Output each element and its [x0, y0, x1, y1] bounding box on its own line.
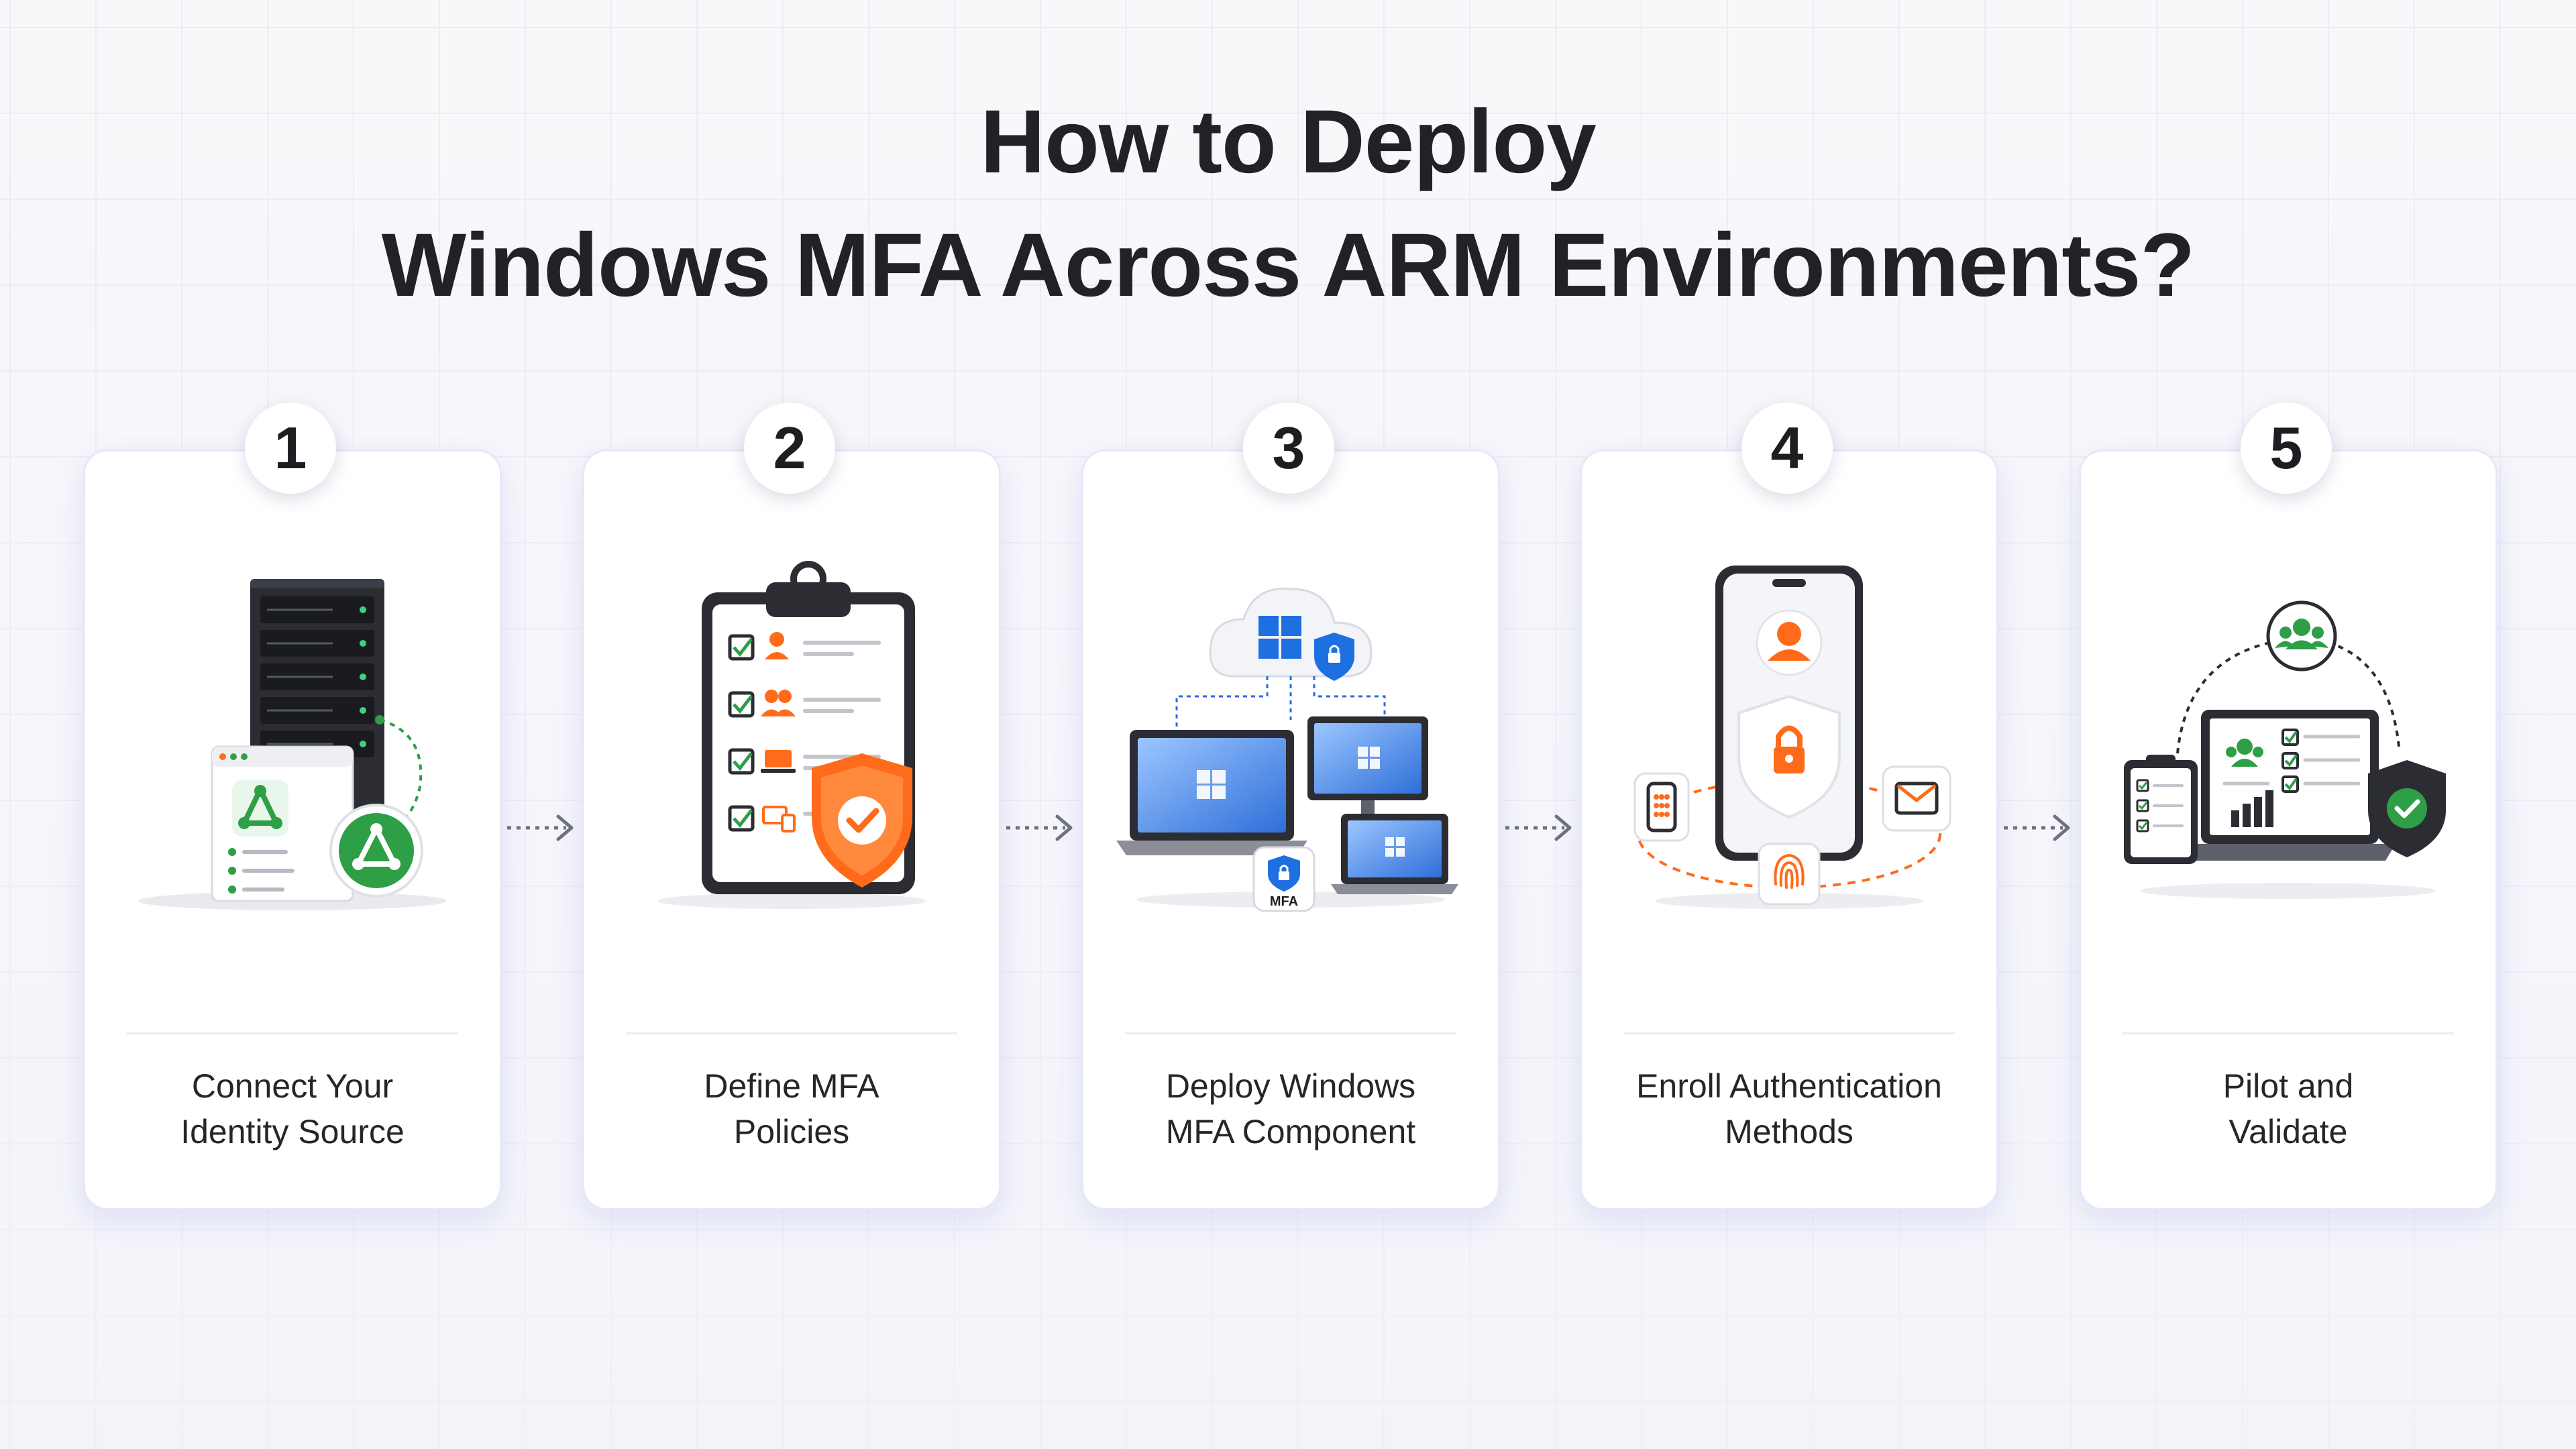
card-divider	[626, 1032, 957, 1034]
step-label-3: Deploy Windows MFA Component	[1165, 1067, 1416, 1150]
cloud-devices-icon: MFA	[1116, 588, 1458, 912]
step-number-badge-3: 3	[1243, 402, 1334, 494]
card-divider	[1125, 1032, 1456, 1034]
step-card-5: Pilot and Validate	[2079, 449, 2498, 1210]
step-card-3: MFA Deploy Windows MFA Component	[1081, 449, 1500, 1210]
mfa-tag: MFA	[1270, 894, 1298, 909]
arrow-right-icon	[1006, 814, 1073, 841]
step-label-2: Define MFA Policies	[704, 1067, 879, 1150]
title-line-2: Windows MFA Across ARM Environments?	[381, 215, 2196, 315]
arrow-right-icon	[2004, 814, 2070, 841]
card-divider	[127, 1032, 458, 1034]
card-divider	[2123, 1032, 2454, 1034]
step-label-4: Enroll Authentication Methods	[1636, 1067, 1942, 1150]
step-card-1: Connect Your Identity Source	[83, 449, 502, 1210]
step-card-4: Enroll Authentication Methods	[1580, 449, 1998, 1210]
step-number-badge-2: 2	[744, 402, 835, 494]
card-divider	[1623, 1032, 1955, 1034]
clipboard-policy-icon	[657, 561, 926, 909]
arrow-right-icon	[507, 814, 574, 841]
step-card-2: Define MFA Policies	[582, 449, 1001, 1210]
title-line-1: How to Deploy	[980, 92, 1597, 192]
arrow-right-icon	[1505, 814, 1572, 841]
phone-auth-icon	[1633, 566, 1951, 909]
step-number-badge-5: 5	[2241, 402, 2332, 494]
step-label-5: Pilot and Validate	[2222, 1067, 2354, 1150]
page-title: How to Deploy Windows MFA Across ARM Env…	[0, 80, 2576, 327]
step-number-badge-4: 4	[1741, 402, 1833, 494]
step-number-badge-1: 1	[245, 402, 336, 494]
laptop-validate-icon	[2124, 600, 2446, 899]
server-identity-icon	[138, 579, 447, 910]
step-label-1: Connect Your Identity Source	[180, 1067, 405, 1150]
